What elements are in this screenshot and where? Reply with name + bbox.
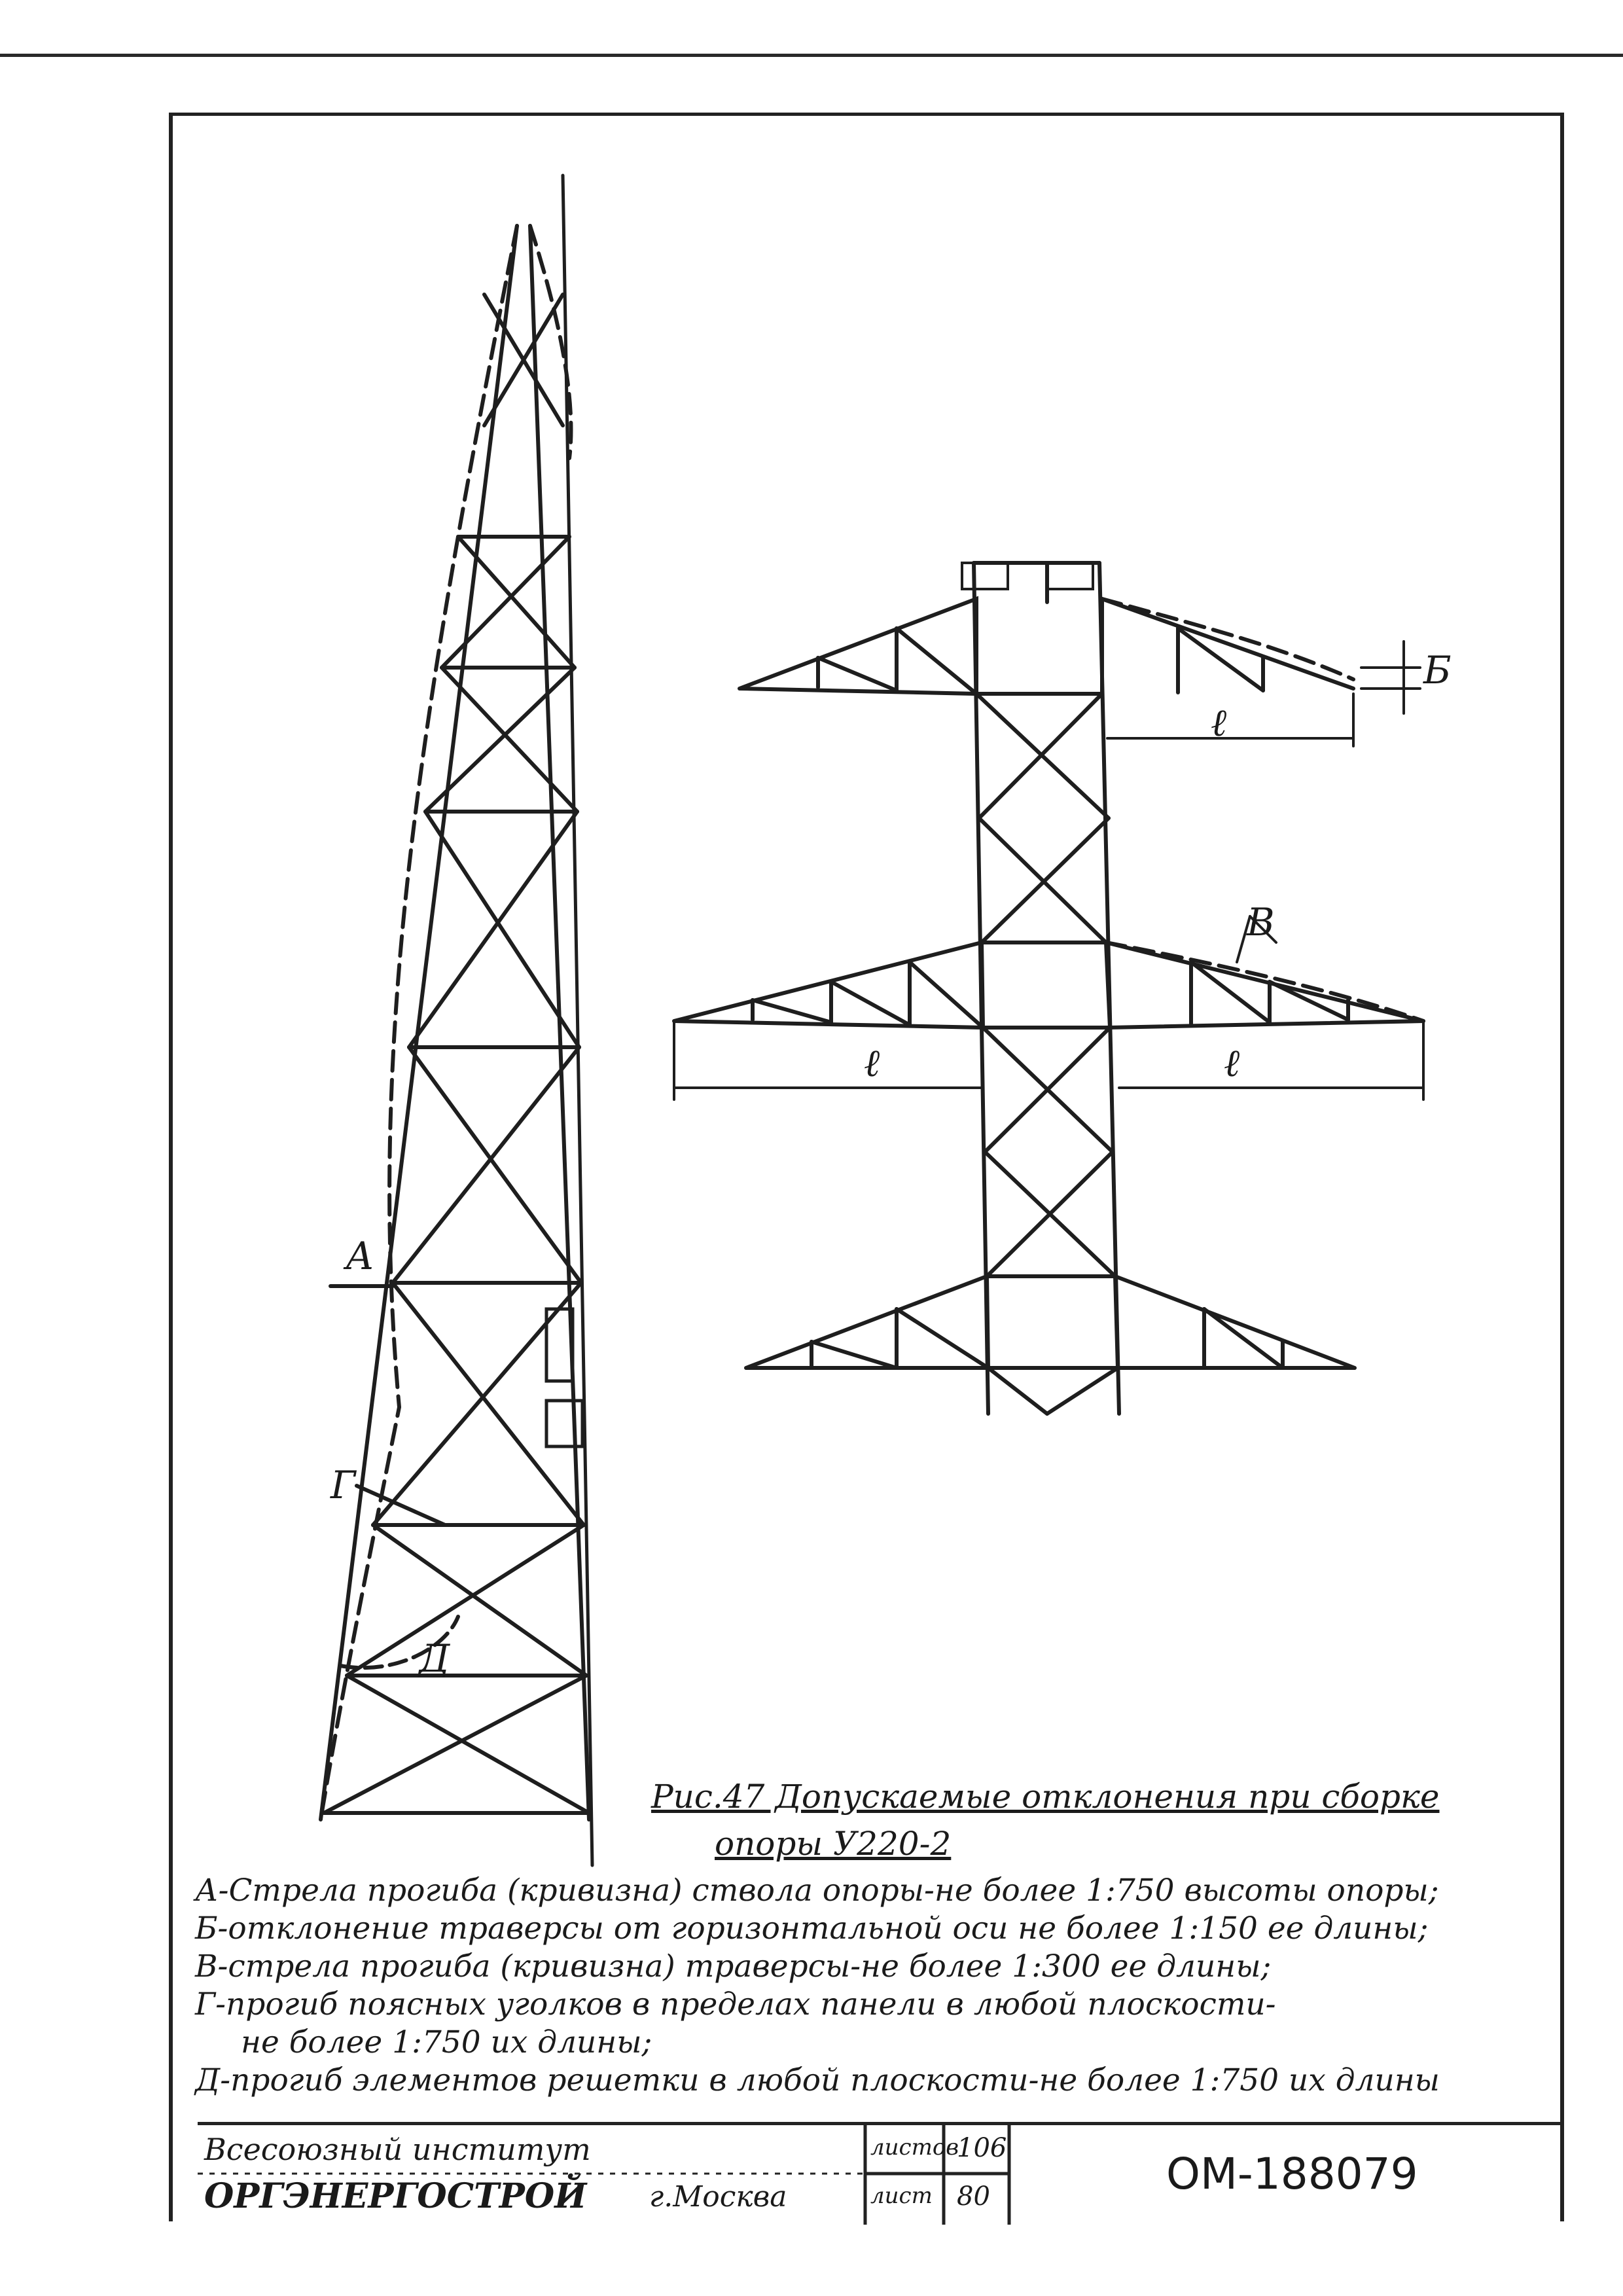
- label-l-top: ℓ: [1211, 700, 1227, 745]
- note-b: Б-отклонение траверсы от горизонтальной …: [195, 1910, 1429, 1946]
- title-block: Всесоюзный институт ОРГЭНЕРГОСТРОЙ г.Мос…: [198, 2122, 1564, 2225]
- label-v: В: [1247, 900, 1275, 944]
- sheet-value: 80: [957, 2181, 990, 2212]
- drawing-frame: [169, 113, 1564, 2221]
- figure-caption: Рис.47 Допускаемые отклонения при сборке: [651, 1778, 1440, 1816]
- org-line1: Всесоюзный институт: [204, 2132, 591, 2167]
- note-d: Д-прогиб элементов решетки в любой плоск…: [195, 2062, 1440, 2098]
- note-g-continued: не более 1:750 их длины;: [241, 2024, 652, 2060]
- sheet-label: лист: [870, 2183, 933, 2209]
- title-block-grid: [198, 2125, 1011, 2225]
- tower-side-view: [319, 173, 594, 1867]
- org-line2: ОРГЭНЕРГОСТРОЙ: [204, 2176, 587, 2216]
- figure-subtitle: опоры У220-2: [715, 1825, 952, 1863]
- label-a: А: [346, 1234, 374, 1278]
- label-b: Б: [1423, 648, 1452, 692]
- tower-front-view: [672, 561, 1425, 1416]
- sheets-label: листов: [870, 2134, 959, 2161]
- note-a: А-Стрела прогиба (кривизна) ствола опоры…: [195, 1873, 1439, 1909]
- org-city: г.Москва: [649, 2180, 787, 2214]
- label-l-right: ℓ: [1224, 1041, 1240, 1085]
- label-g: Г: [330, 1463, 356, 1507]
- tolerance-notes: А-Стрела прогиба (кривизна) ствола опоры…: [195, 1872, 1563, 2100]
- note-v: В-стрела прогиба (кривизна) траверсы-не …: [195, 1948, 1272, 1984]
- label-l-left: ℓ: [864, 1041, 880, 1085]
- top-edge-line: [0, 54, 1623, 57]
- document-number: ОМ-188079: [1166, 2149, 1418, 2199]
- label-d: Д: [419, 1636, 450, 1681]
- sheets-value: 106: [957, 2133, 1007, 2163]
- note-g: Г-прогиб поясных уголков в пределах пане…: [195, 1986, 1276, 2022]
